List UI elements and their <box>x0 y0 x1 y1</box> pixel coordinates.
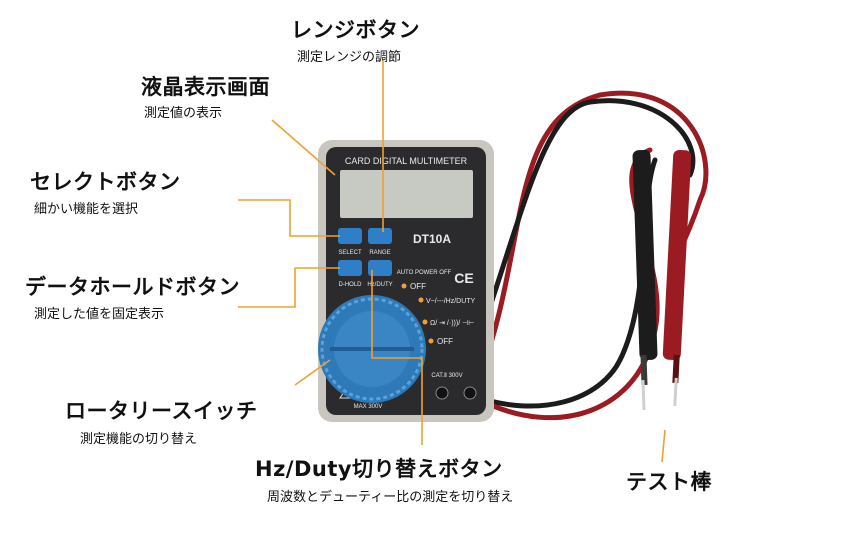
test-probe-black <box>632 149 658 411</box>
hz-duty-desc: 周波数とデューティー比の測定を切り替え <box>267 490 514 505</box>
test-probe-title: テスト棒 <box>626 470 712 494</box>
lcd-desc: 測定値の表示 <box>144 106 223 121</box>
leader-hz <box>371 270 423 445</box>
data-hold-desc: 測定した値を固定表示 <box>34 307 165 322</box>
auto-power-off-label: AUTO POWER OFF <box>397 270 452 276</box>
lcd-screen <box>340 170 473 218</box>
device-brand: CARD DIGITAL MULTIMETER <box>345 156 468 166</box>
rotary-switch-desc: 測定機能の切り替え <box>80 432 198 447</box>
rotary-switch-title: ロータリースイッチ <box>65 399 258 423</box>
mode-ohm-diode: Ω/ ⇥ /·)))/ ⊣⊢ <box>430 320 474 327</box>
range-button-title: レンジボタン <box>291 18 420 42</box>
select-button-label: SELECT <box>338 250 362 256</box>
mode-volts-hz: V~/---/Hz/DUTY <box>426 298 476 305</box>
leader-probe <box>661 429 666 463</box>
leader-hold <box>238 267 340 308</box>
lcd-title: 液晶表示画面 <box>141 75 270 99</box>
range-button-desc: 測定レンジの調節 <box>297 50 402 65</box>
select-button[interactable] <box>338 228 362 244</box>
mode-off-bottom: OFF <box>437 337 453 346</box>
leader-select <box>238 199 340 237</box>
leader-lcd <box>271 119 336 176</box>
leader-rotary <box>294 359 331 386</box>
select-button-desc: 細かい機能を選択 <box>34 202 139 217</box>
device-model: DT10A <box>413 232 451 246</box>
range-button-label: RANGE <box>369 250 390 256</box>
data-hold-button[interactable] <box>338 260 362 276</box>
hz-duty-button[interactable] <box>368 260 392 276</box>
max-rating-label: MAX 300V <box>354 404 383 410</box>
leader-lines <box>238 60 666 463</box>
ce-mark: CE <box>454 270 473 286</box>
mode-off-top: OFF <box>410 282 426 291</box>
select-button-title: セレクトボタン <box>30 170 181 194</box>
cat-rating-label: CAT.Ⅱ 300V <box>431 373 462 379</box>
data-hold-button-label: D-HOLD <box>338 282 362 288</box>
data-hold-title: データホールドボタン <box>25 275 240 299</box>
hz-duty-button-label: Hz/DUTY <box>367 282 392 288</box>
hz-duty-title: Hz/Duty切り替えボタン <box>255 457 503 481</box>
range-button[interactable] <box>368 228 392 244</box>
test-probe-red <box>662 149 692 406</box>
